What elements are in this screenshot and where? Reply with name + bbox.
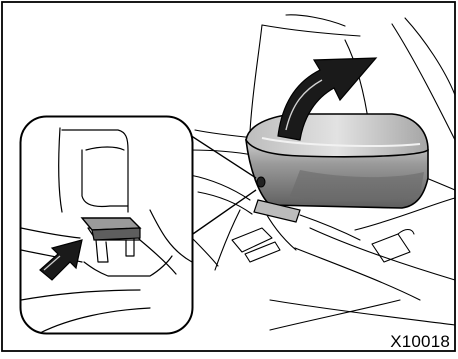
armrest-lid: [246, 114, 428, 222]
figure-code-label: X10018: [390, 333, 450, 350]
latch-closeup-inset: [21, 117, 193, 334]
